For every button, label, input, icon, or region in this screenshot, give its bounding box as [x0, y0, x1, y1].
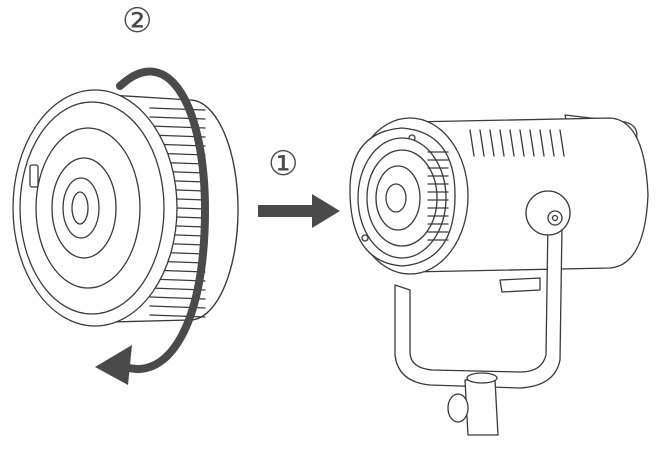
lens-center-ring — [62, 177, 100, 239]
vent-slot — [529, 129, 535, 157]
vent-slot — [549, 129, 555, 157]
light-body — [409, 117, 649, 273]
yoke-knob-center — [547, 210, 563, 226]
attached-lens-inner — [366, 149, 438, 247]
lens-attachment-illustration — [12, 89, 239, 327]
right-arrow-icon — [258, 194, 340, 228]
bottom-bracket — [499, 277, 541, 293]
lens-middle-ring — [51, 157, 117, 259]
yoke-knob-pin — [551, 214, 559, 222]
lens-front-rim — [12, 89, 178, 327]
lens-fin — [149, 314, 206, 318]
spigot-knob — [447, 393, 469, 423]
lens-outer-ring — [35, 127, 141, 289]
attached-lens-center — [385, 183, 407, 213]
vent-slots — [469, 129, 565, 157]
vent-slot — [539, 129, 545, 157]
rotate-arrow-icon — [95, 67, 210, 385]
attached-lens-fins — [427, 151, 449, 241]
vent-slot — [509, 129, 515, 157]
yoke-knob — [525, 190, 571, 236]
stand-spigot — [464, 379, 499, 436]
lens-center — [71, 191, 89, 225]
step-1-label: ① — [268, 144, 299, 184]
vent-slot — [489, 129, 495, 157]
mount-screw — [361, 234, 369, 242]
vent-slot — [469, 129, 475, 157]
step-2-label: ② — [122, 1, 153, 41]
vent-slot — [519, 129, 525, 157]
attached-lens-ring — [375, 165, 421, 231]
lens-fin — [149, 107, 206, 111]
vent-slot — [479, 129, 485, 157]
vent-slot — [559, 129, 565, 157]
spigot-cap — [466, 372, 498, 384]
attached-lens-rim — [357, 137, 447, 259]
lens-side-tab — [29, 164, 39, 188]
lens-front-inner-rim — [19, 101, 165, 315]
vent-slot — [499, 129, 505, 157]
light-head-illustration — [349, 114, 649, 436]
